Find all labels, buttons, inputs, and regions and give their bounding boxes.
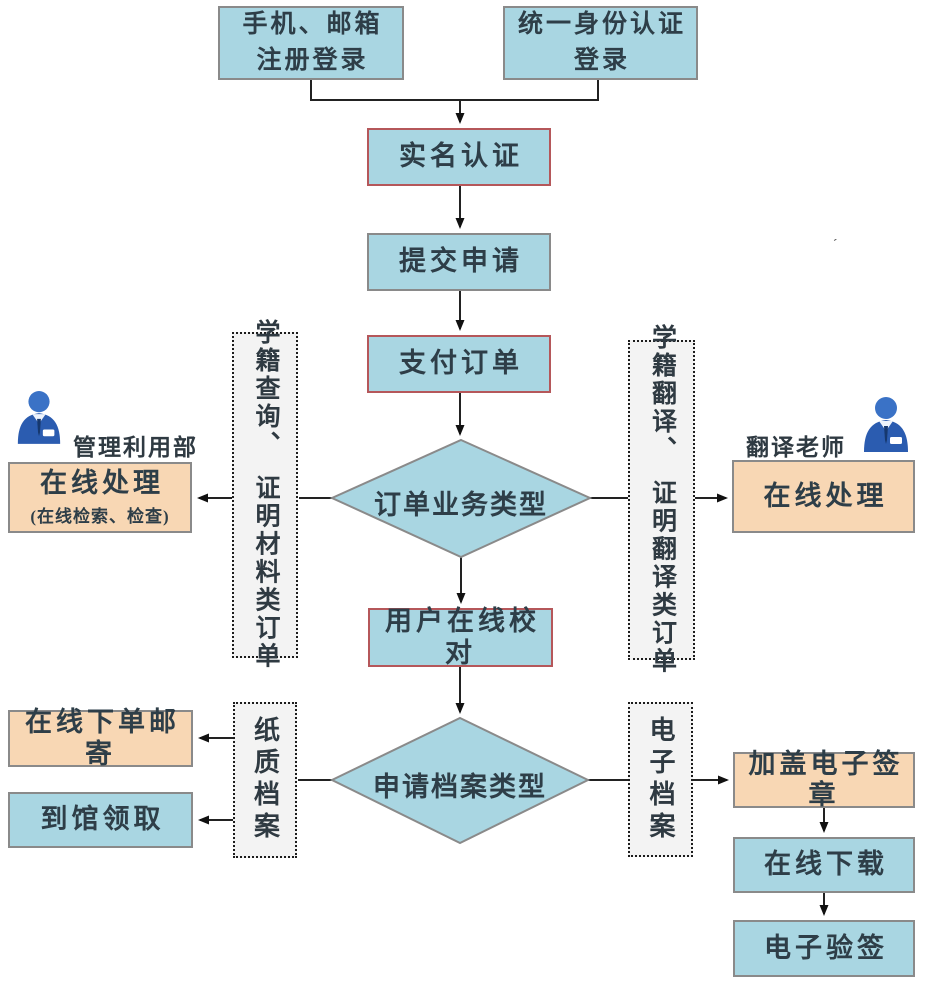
category-query-certificate-orders: 学籍查询、 证明材料类订单 (232, 319, 298, 671)
node-signature-verify-label: 电子验签 (764, 932, 888, 963)
node-online-process-translator: 在线处理 (732, 460, 915, 533)
node-pay-order-label: 支付订单 (399, 348, 523, 379)
node-online-process-admin-label: 在线处理 (40, 468, 164, 499)
category-query-certificate-orders-label: 学籍查询、 证明材料类订单 (252, 319, 279, 671)
node-realname-auth-label: 实名认证 (399, 141, 523, 172)
node-phone-email-login-line2: 注册登录 (256, 47, 369, 74)
node-signature-verify: 电子验签 (733, 920, 915, 977)
decision-order-type (329, 438, 593, 559)
node-electronic-seal: 加盖电子签章 (733, 748, 915, 810)
decision-order-type-label: 订单业务类型 (374, 490, 548, 520)
category-translation-orders-label: 学籍翻译、 证明翻译类订单 (648, 324, 676, 676)
category-electronic-archive: 电子档案 (628, 702, 693, 857)
node-user-online-proofread-label: 用户在线校对 (385, 606, 540, 668)
admin-person-icon (17, 391, 61, 444)
category-translation-orders: 学籍翻译、 证明翻译类订单 (628, 324, 695, 676)
admin-dept-label: 管理利用部 (73, 435, 198, 460)
node-online-process-translator-label: 在线处理 (763, 480, 888, 511)
node-pickup-at-library: 到馆领取 (8, 792, 193, 848)
category-paper-archive: 纸质档案 (233, 702, 297, 858)
node-online-order-mail-label: 在线下单邮寄 (25, 707, 180, 769)
node-online-process-admin-sublabel: (在线检索、检查) (30, 506, 170, 526)
node-electronic-seal-label: 加盖电子签章 (748, 748, 904, 810)
node-pay-order: 支付订单 (367, 335, 551, 393)
node-user-online-proofread: 用户在线校对 (368, 606, 553, 668)
node-unified-identity-login: 统一身份认证 登录 (503, 6, 698, 80)
translator-person-icon (864, 397, 908, 452)
node-phone-email-login-line1: 手机、邮箱 (242, 10, 383, 38)
node-realname-auth: 实名认证 (367, 128, 551, 186)
category-electronic-archive-label: 电子档案 (646, 715, 675, 844)
node-submit-application-label: 提交申请 (399, 246, 523, 277)
node-online-download-label: 在线下载 (764, 849, 888, 880)
node-unified-identity-login-line2: 登录 (573, 47, 630, 74)
decision-archive-type-label: 申请档案类型 (373, 772, 547, 802)
node-online-process-admin: 在线处理 (在线检索、检查) (8, 462, 192, 533)
node-online-order-mail: 在线下单邮寄 (8, 707, 193, 769)
decision-archive-type (329, 716, 591, 845)
node-unified-identity-login-line1: 统一身份认证 (517, 10, 686, 38)
node-pickup-at-library-label: 到馆领取 (40, 804, 165, 835)
node-submit-application: 提交申请 (367, 233, 551, 291)
translator-label: 翻译老师 (746, 435, 846, 460)
category-paper-archive-label: 纸质档案 (250, 716, 280, 844)
node-phone-email-login: 手机、邮箱 注册登录 (218, 6, 404, 80)
image-artifact-speck: ˊ (833, 236, 838, 251)
node-online-download: 在线下载 (733, 837, 915, 893)
